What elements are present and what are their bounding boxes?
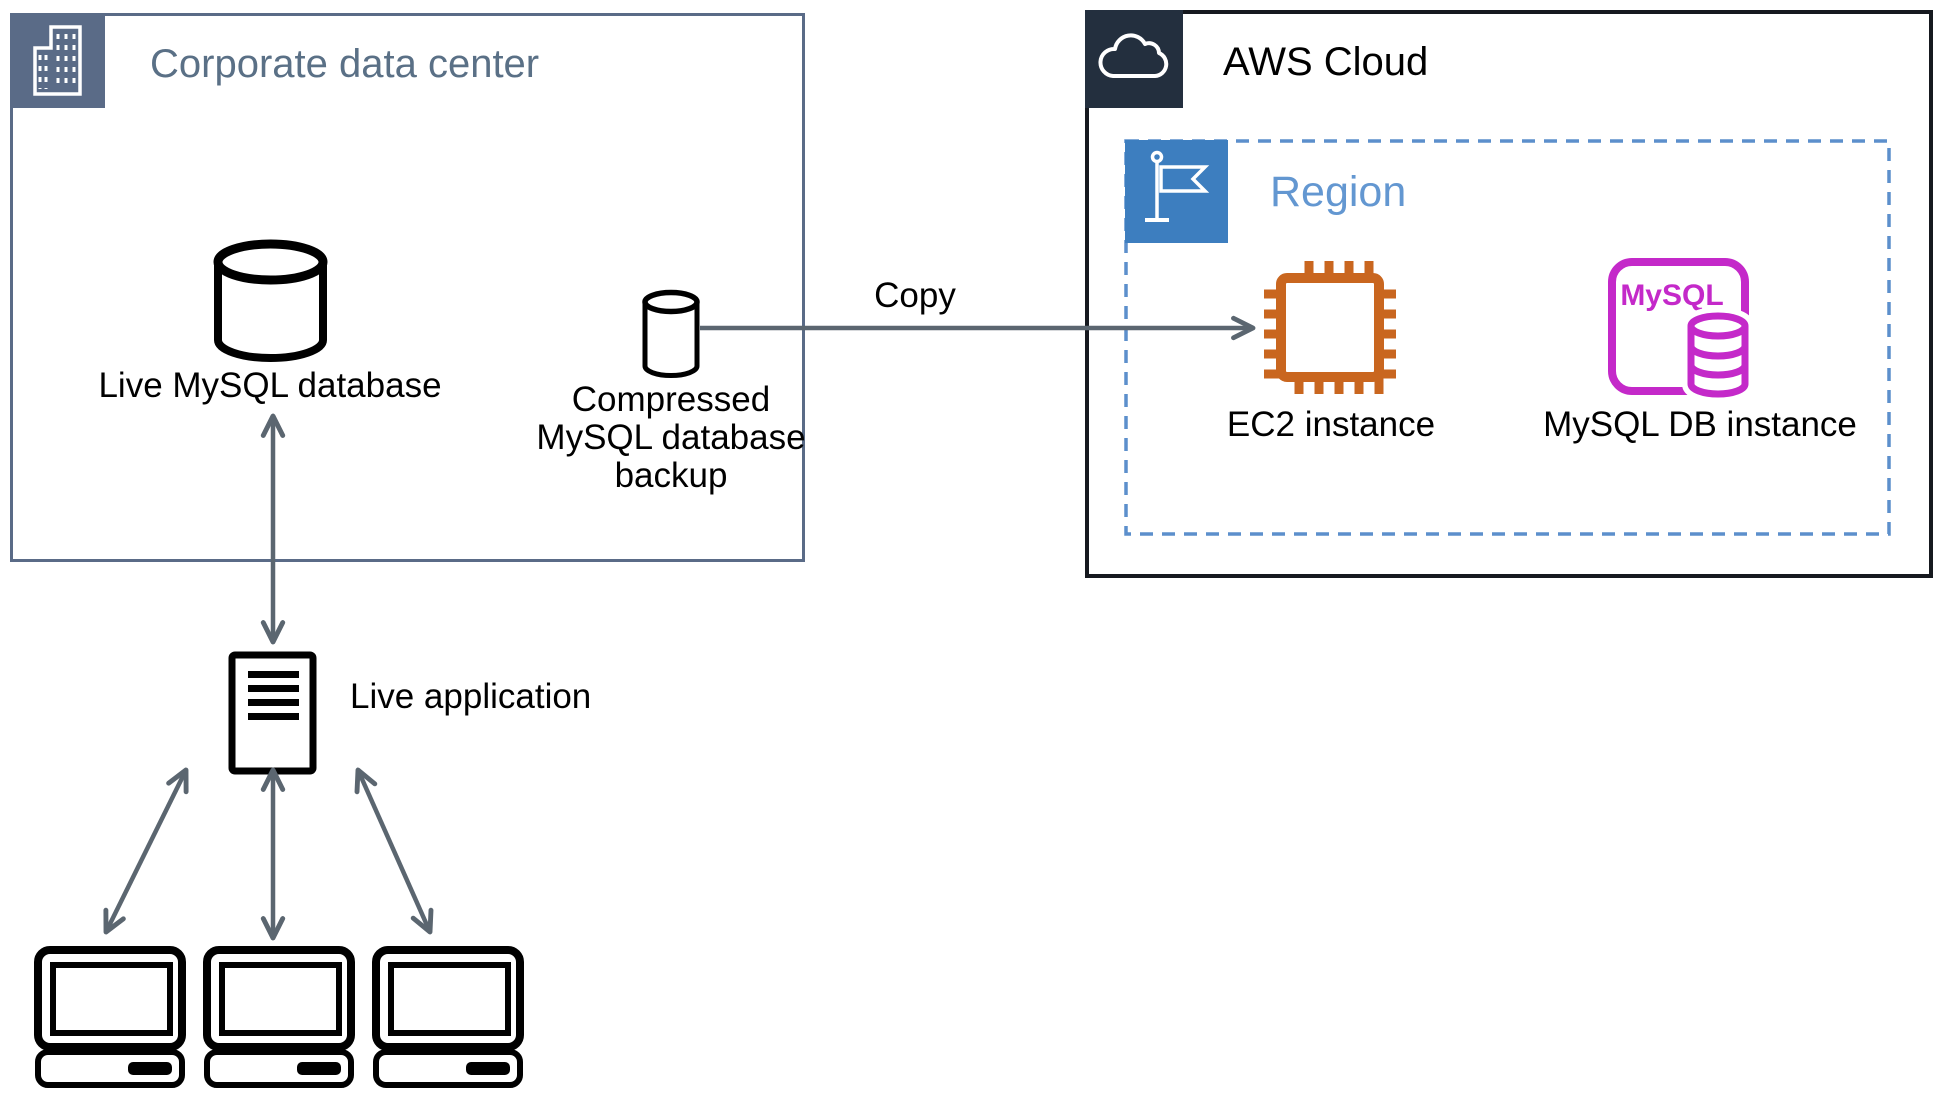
client-computer-1	[34, 946, 186, 1088]
arrow-application-to-computer-3	[354, 767, 434, 935]
compressed-backup-label-line2: MySQL database	[536, 418, 806, 457]
region-title: Region	[1270, 168, 1407, 216]
aws-cloud-box	[1085, 10, 1933, 578]
client-computer-2	[203, 946, 355, 1088]
compressed-backup-label-line1: Compressed	[571, 380, 771, 419]
region-flag-icon	[1125, 140, 1228, 243]
corporate-data-center-icon	[10, 13, 105, 108]
compressed-backup-label: Compressed MySQL database backup	[471, 381, 871, 495]
client-computer-3	[372, 946, 524, 1088]
compressed-backup-label-line3: backup	[614, 456, 728, 495]
copy-arrow-label: Copy	[874, 276, 956, 315]
live-mysql-database-label: Live MySQL database	[98, 366, 442, 405]
compressed-backup-icon	[642, 289, 700, 378]
live-application-icon	[228, 651, 317, 775]
ec2-instance-label: EC2 instance	[1226, 405, 1436, 444]
live-mysql-database-icon	[213, 239, 328, 362]
arrow-application-to-computer-1	[103, 767, 189, 935]
corporate-data-center-box	[10, 13, 805, 562]
mysql-db-instance-icon: MySQL	[1608, 258, 1754, 403]
region-box	[1124, 139, 1891, 536]
ec2-instance-icon	[1264, 261, 1396, 394]
live-application-label: Live application	[350, 677, 592, 716]
mysql-icon-text: MySQL	[1620, 279, 1723, 312]
aws-cloud-title: AWS Cloud	[1223, 40, 1429, 84]
corporate-data-center-title: Corporate data center	[150, 42, 540, 86]
aws-cloud-icon	[1085, 10, 1183, 108]
mysql-db-instance-label: MySQL DB instance	[1543, 405, 1857, 444]
